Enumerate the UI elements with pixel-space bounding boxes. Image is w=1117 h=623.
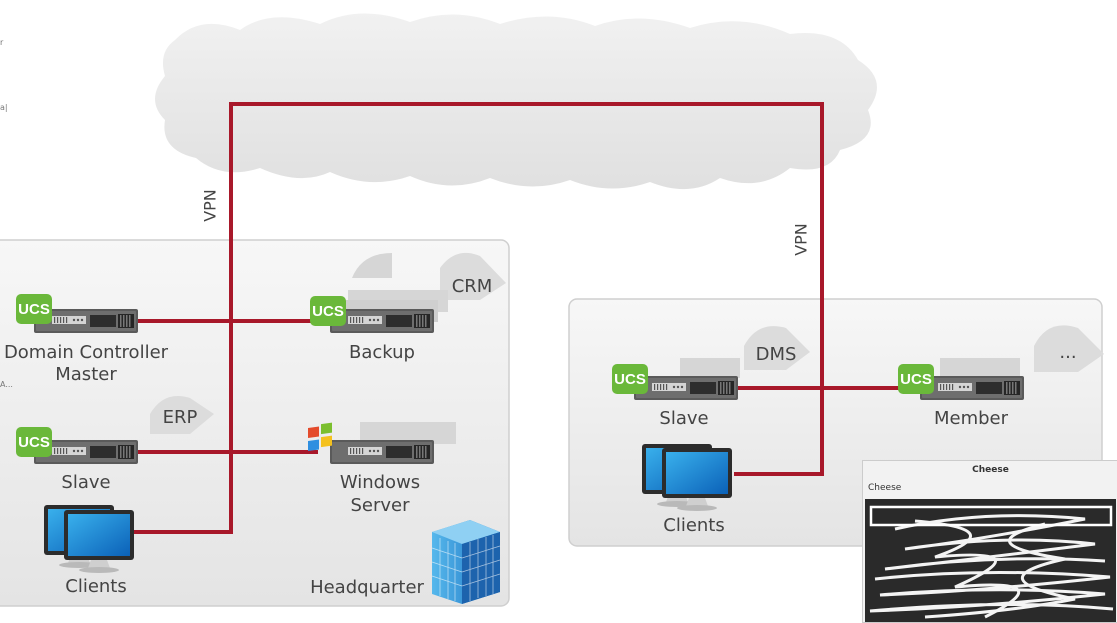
vpn-right-label: VPN — [791, 223, 811, 256]
member-label: Member — [933, 408, 1009, 429]
cheese-window-title: Cheese — [972, 465, 1009, 475]
windows-logo-icon — [308, 422, 332, 451]
vpn-left-label: VPN — [200, 189, 220, 222]
redacted-scribble — [865, 499, 1116, 622]
left-fragment-2: a| — [0, 103, 8, 112]
ucs-badge-member: UCS — [898, 364, 934, 394]
dms-tag — [744, 326, 810, 370]
crm-label: CRM — [451, 276, 493, 297]
headquarter-title: Headquarter — [310, 577, 424, 598]
svg-text:UCS: UCS — [900, 371, 932, 388]
windows-label-line1: Windows — [339, 472, 421, 493]
branch-clients-label: Clients — [663, 515, 725, 536]
cheese-window-label: Cheese — [868, 483, 902, 493]
backup-label: Backup — [349, 342, 415, 363]
left-fragment-1: r — [0, 38, 4, 47]
branch-slave-server — [634, 376, 738, 400]
cheese-window[interactable]: Cheese Cheese — [862, 460, 1117, 623]
left-fragment-3: A... — [0, 380, 13, 389]
svg-text:UCS: UCS — [18, 434, 50, 451]
windows-server — [330, 440, 434, 464]
more-label: ... — [1059, 342, 1077, 363]
svg-text:UCS: UCS — [18, 301, 50, 318]
erp-label: ERP — [162, 407, 198, 428]
ucs-badge-hq-slave: UCS — [16, 427, 52, 457]
hq-slave-label: Slave — [61, 472, 111, 493]
windows-label-line2: Server — [350, 495, 410, 516]
dc-master-label-line2: Master — [55, 364, 117, 385]
erp-tag — [150, 396, 214, 434]
crm-tag — [352, 252, 506, 300]
ucs-badge-dc: UCS — [16, 294, 52, 324]
ucs-badge-backup: UCS — [310, 296, 346, 326]
member-server — [920, 376, 1024, 400]
svg-text:UCS: UCS — [312, 303, 344, 320]
branch-slave-label: Slave — [659, 408, 709, 429]
vpn-lines — [134, 102, 908, 534]
more-tag — [1034, 325, 1104, 372]
cloud-shape — [155, 13, 877, 190]
dc-master-label-line1: Domain Controller — [3, 342, 169, 363]
hq-clients-label: Clients — [65, 576, 127, 597]
svg-text:UCS: UCS — [614, 371, 646, 388]
cheese-video-preview — [865, 499, 1116, 622]
ucs-badge-branch-slave: UCS — [612, 364, 648, 394]
dms-label: DMS — [755, 344, 797, 365]
headquarter-building-icon — [431, 520, 501, 604]
